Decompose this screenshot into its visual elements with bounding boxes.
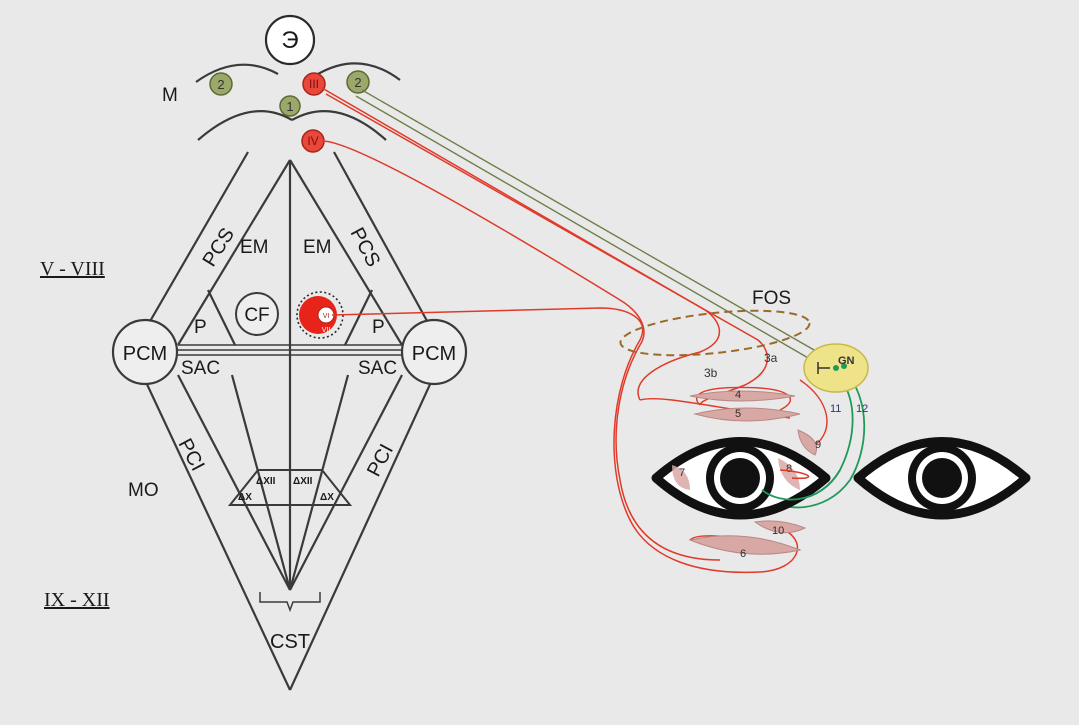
- muscle-5: [693, 407, 801, 422]
- lower-nuclei-hexagon: [227, 469, 353, 506]
- outer-edge-lr: [288, 379, 434, 691]
- p-right-label: P: [372, 317, 385, 338]
- fos-ring: [619, 309, 811, 357]
- node-2-right: [346, 70, 370, 94]
- muscle-6: [688, 535, 802, 555]
- eye-right-pupil: [922, 458, 962, 498]
- em-left-label: EM: [240, 237, 269, 258]
- p-right-boundary: [344, 289, 373, 346]
- nerve-pathways: [321, 87, 866, 574]
- midbrain-region: Э M 2 2 1 III IV: [162, 14, 401, 153]
- red-loop-9: [799, 379, 828, 446]
- muscle-num-10: 10: [772, 525, 784, 537]
- muscle-num-5: 5: [735, 408, 741, 420]
- e-node-label: Э: [281, 27, 298, 54]
- green-nerve-overlay: [761, 469, 841, 501]
- eye-left-pupil: [720, 458, 760, 498]
- olive-nerve-1: [361, 89, 829, 359]
- muscle-4: [689, 390, 796, 402]
- nerve-num-12: 12: [856, 403, 868, 415]
- upper-left-arc: [195, 63, 279, 83]
- node-iii: [302, 72, 326, 96]
- eye-right: [853, 437, 1031, 520]
- m-label: M: [162, 85, 178, 106]
- pci-left-label: PCI: [174, 435, 209, 475]
- dx-left-label: ΔX: [238, 492, 252, 503]
- roman-upper-label: V - VIII: [40, 258, 105, 280]
- cf-label: CF: [244, 305, 269, 326]
- muscle-9: [797, 429, 818, 456]
- vii-label: VII: [322, 327, 331, 334]
- lower-mid-left: [230, 374, 292, 591]
- node-iv-label: IV: [307, 134, 318, 148]
- muscle-8-overlay: [778, 458, 800, 490]
- mo-label: MO: [128, 480, 159, 501]
- p-left-label: P: [194, 317, 207, 338]
- vi-label: VI: [323, 313, 330, 320]
- muscle-10: [753, 520, 807, 534]
- em-right-label: EM: [303, 237, 332, 258]
- cst-label: CST: [270, 631, 310, 653]
- sac-left-label: SAC: [181, 358, 220, 379]
- label-3a: 3a: [764, 351, 778, 365]
- red-nerve-iii-a: [321, 87, 721, 401]
- eye-left: [651, 437, 831, 520]
- node-2-left-label: 2: [217, 77, 224, 92]
- fos-label: FOS: [752, 288, 791, 309]
- red-nerve-iii-b: [325, 93, 769, 406]
- outer-edge-ll: [144, 379, 291, 691]
- node-iii-label: III: [309, 77, 319, 91]
- gn-synapse-2: [841, 363, 847, 369]
- label-3b: 3b: [704, 366, 718, 380]
- upper-right-arc: [317, 62, 401, 81]
- sac-right-label: SAC: [358, 358, 397, 379]
- olive-nerve-2: [355, 95, 823, 367]
- inner-edge-ul: [177, 159, 291, 346]
- pcm-left-label: PCM: [123, 343, 167, 365]
- cst-bracket: [259, 592, 321, 613]
- muscle-7-overlay: [672, 465, 690, 490]
- red-loop-8-overlay: [779, 469, 810, 480]
- node-1: [279, 95, 301, 117]
- pcm-left-circle: [111, 318, 179, 386]
- lower-inner-right: [289, 374, 403, 591]
- e-node-circle: [264, 14, 316, 66]
- node-2-right-label: 2: [354, 75, 361, 90]
- gn-label: GN: [838, 355, 855, 367]
- node-2-left: [209, 72, 233, 96]
- red-nerve-vi: [331, 307, 799, 574]
- dxii-left-label: ΔXII: [256, 476, 276, 487]
- pcm-right-circle: [400, 318, 468, 386]
- brainstem-diamond: [144, 151, 434, 691]
- outer-edge-ul: [144, 151, 249, 331]
- lower-left-arc: [197, 109, 293, 141]
- dxii-right-label: ΔXII: [293, 476, 313, 487]
- roman-lower-label: IX - XII: [44, 589, 110, 611]
- gn-synapse-1: [833, 365, 839, 371]
- muscle-num-9: 9: [815, 439, 821, 451]
- muscle-num-6: 6: [740, 548, 746, 560]
- muscle-num-8-overlay: 8: [786, 463, 792, 475]
- red-nerve-iv: [321, 140, 721, 561]
- dx-right-label: ΔX: [320, 492, 334, 503]
- node-1-label: 1: [286, 99, 293, 114]
- outer-edge-ur: [333, 151, 433, 331]
- p-left-boundary: [207, 289, 236, 346]
- pci-right-label: PCI: [363, 441, 398, 481]
- nerve-num-11: 11: [830, 403, 841, 415]
- pcs-left-label: PCS: [199, 224, 239, 271]
- lower-mid-right: [288, 374, 350, 591]
- lower-right-arc: [291, 109, 387, 141]
- cf-circle: [235, 292, 279, 336]
- muscle-num-7-overlay: 7: [679, 467, 685, 479]
- lower-inner-left: [177, 374, 291, 591]
- muscle-num-4: 4: [735, 389, 741, 401]
- pcm-right-label: PCM: [412, 343, 456, 365]
